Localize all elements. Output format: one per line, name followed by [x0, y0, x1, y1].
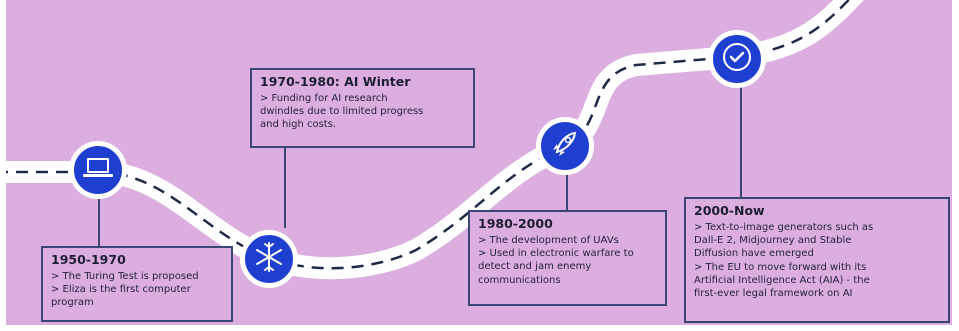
milestone-title: 1980-2000	[478, 216, 553, 231]
milestone-text: > Eliza is the first computer	[51, 284, 191, 296]
milestone-node-2000	[708, 30, 766, 88]
milestone-text: > Funding for AI research	[260, 93, 388, 104]
laptop-icon	[82, 155, 114, 185]
milestone-title: 1970-1980: AI Winter	[260, 74, 411, 89]
milestone-title: 1950-1970	[51, 252, 126, 267]
timeline-canvas: 1950-1970 > The Turing Test is proposed …	[6, 0, 952, 325]
milestone-card-1970: 1970-1980: AI Winter > Funding for AI re…	[250, 68, 475, 148]
milestone-text: dwindles due to limited progress	[260, 106, 424, 118]
milestone-node-1950	[69, 141, 127, 199]
connector-line	[566, 175, 568, 210]
milestone-text: Artificial Intelligence Act (AIA) - the	[694, 274, 870, 286]
milestone-text: > Used in electronic warfare to	[478, 248, 634, 260]
milestone-card-2000: 2000-Now > Text-to-image generators such…	[684, 197, 950, 323]
milestone-text: > The Turing Test is proposed	[51, 271, 199, 282]
milestone-text: communications	[478, 274, 561, 286]
milestone-text: Diffusion have emerged	[694, 248, 814, 260]
checkmark-icon	[720, 40, 754, 78]
milestone-card-1980: 1980-2000 > The development of UAVs > Us…	[468, 210, 667, 306]
connector-line	[284, 148, 286, 228]
milestone-text: and high costs.	[260, 119, 337, 131]
milestone-text: first-ever legal framework on AI	[694, 287, 853, 299]
milestone-text: > Text-to-image generators such as	[694, 222, 874, 233]
milestone-text: > The development of UAVs	[478, 235, 619, 246]
milestone-text: detect and jam enemy	[478, 261, 592, 273]
connector-line	[98, 198, 100, 246]
milestone-text: program	[51, 297, 94, 309]
snowflake-icon	[253, 241, 285, 277]
milestone-node-1970	[240, 230, 298, 288]
rocket-icon	[549, 128, 581, 164]
milestone-text: > The EU to move forward with its	[694, 261, 867, 273]
milestone-text: Dall-E 2, Midjourney and Stable	[694, 235, 852, 247]
milestone-title: 2000-Now	[694, 203, 765, 218]
milestone-node-1980	[536, 117, 594, 175]
connector-line	[740, 85, 742, 197]
milestone-card-1950: 1950-1970 > The Turing Test is proposed …	[41, 246, 233, 322]
